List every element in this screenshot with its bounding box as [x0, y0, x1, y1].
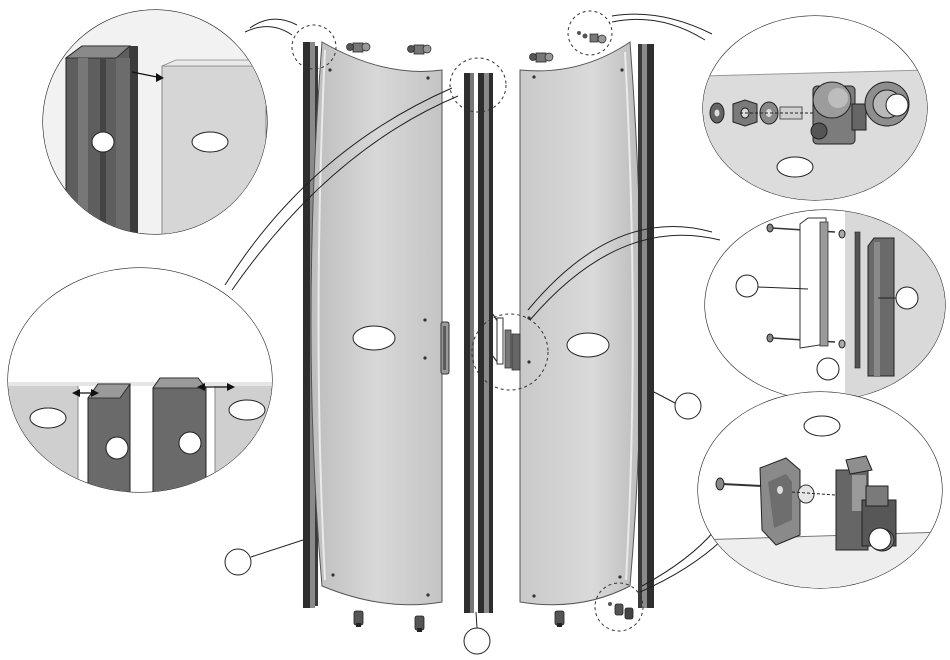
handle-fixing-set — [492, 313, 520, 370]
right-panel-top-rollers — [530, 31, 607, 62]
left-panel-top-rollers — [347, 43, 432, 54]
central-magnetic-profiles — [464, 73, 493, 613]
left-panel-bottom-guides — [354, 611, 424, 632]
detail-top-right-roller-fitting — [703, 16, 927, 200]
detail-center-right-handle-fixing — [705, 210, 945, 400]
callout-left-wall-profile — [225, 549, 251, 575]
detail-bottom-right-lower-guide — [698, 392, 942, 588]
callout-right-wall-profile — [675, 393, 701, 419]
detail-top-left-profile-joint — [40, 10, 270, 240]
right-wall-profile — [638, 44, 654, 608]
main-exploded-view — [225, 11, 722, 654]
callout-right-glass — [567, 333, 609, 357]
detail-center-left-magnetic-profiles — [8, 268, 272, 492]
right-glass-panel — [520, 42, 641, 605]
callout-left-glass — [353, 326, 395, 350]
callout-central-profile — [464, 628, 490, 654]
right-panel-bottom-guides — [555, 602, 633, 627]
